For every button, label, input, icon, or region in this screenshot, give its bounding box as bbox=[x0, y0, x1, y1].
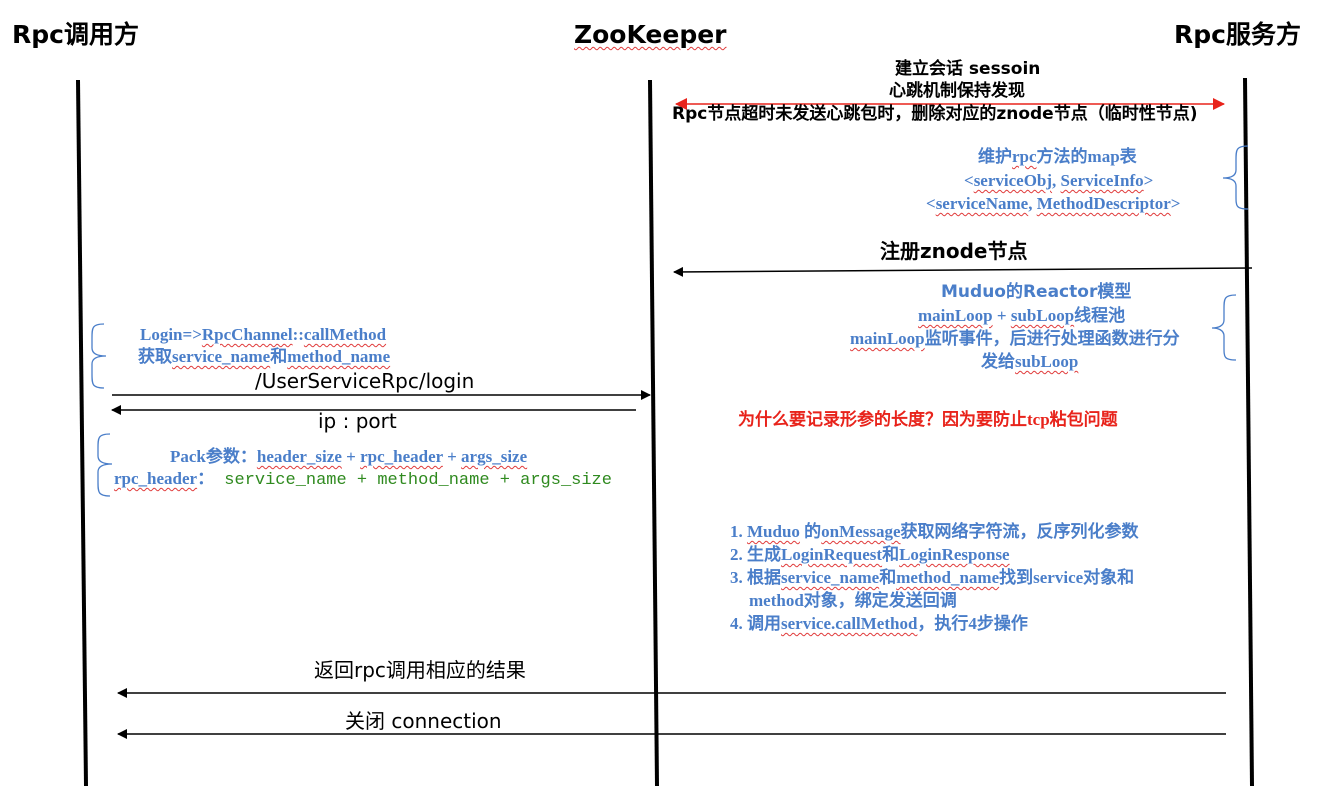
brace-map-note bbox=[1222, 145, 1249, 210]
query-label: /UserServiceRpc/login bbox=[255, 369, 475, 393]
register-label: 注册znode节点 bbox=[880, 239, 1028, 263]
lifeline-caller bbox=[76, 79, 88, 787]
map-note-line-2: <serviceObj, ServiceInfo> bbox=[964, 171, 1154, 190]
muduo-note-line-2: mainLoop + subLoop线程池 bbox=[918, 306, 1126, 325]
pack-note-line-1: Pack参数：header_size + rpc_header + args_s… bbox=[170, 447, 528, 466]
lifeline-provider bbox=[1243, 77, 1254, 787]
pack-note-line-2: rpc_header： service_name + method_name +… bbox=[114, 469, 612, 490]
reply-label: ip : port bbox=[318, 409, 397, 433]
step-3-continued: method对象，绑定发送回调 bbox=[749, 591, 957, 610]
map-note-line-1: 维护rpc方法的map表 bbox=[978, 147, 1137, 166]
result-label: 返回rpc调用相应的结果 bbox=[314, 658, 526, 682]
login-note-line-1: Login=>RpcChannel::callMethod bbox=[140, 325, 387, 344]
participant-provider: Rpc服务方 bbox=[1174, 20, 1301, 49]
session-line-2: 心跳机制保持发现 bbox=[889, 81, 1025, 101]
register-arrow bbox=[673, 266, 1253, 277]
brace-pack-note bbox=[97, 433, 113, 497]
participant-caller: Rpc调用方 bbox=[12, 20, 139, 49]
brace-muduo-note bbox=[1211, 294, 1237, 361]
lifeline-zookeeper bbox=[648, 79, 659, 787]
brace-login-note bbox=[91, 323, 107, 389]
map-note-line-3: <serviceName, MethodDescriptor> bbox=[926, 194, 1181, 213]
step-3: 3. 根据service_name和method_name找到service对象… bbox=[730, 568, 1135, 587]
session-line-1: 建立会话 sessoin bbox=[895, 59, 1041, 79]
muduo-note-line-3: mainLoop监听事件，后进行处理函数进行分 bbox=[850, 329, 1180, 348]
login-note-line-2: 获取service_name和method_name bbox=[138, 347, 391, 366]
step-1: 1. Muduo 的onMessage获取网络字符流，反序列化参数 bbox=[730, 522, 1139, 541]
session-line-3: Rpc节点超时未发送心跳包时，删除对应的znode节点（临时性节点) bbox=[672, 104, 1198, 124]
muduo-note-line-4: 发给subLoop bbox=[981, 352, 1079, 371]
step-2: 2. 生成LoginRequest和LoginResponse bbox=[730, 545, 1010, 564]
muduo-note-line-1: Muduo的Reactor模型 bbox=[941, 282, 1132, 302]
step-4: 4. 调用service.callMethod，执行4步操作 bbox=[730, 614, 1028, 633]
participant-zookeeper: ZooKeeper bbox=[574, 20, 727, 49]
tcp-question: 为什么要记录形参的长度？因为要防止tcp粘包问题 bbox=[738, 410, 1118, 429]
close-label: 关闭 connection bbox=[345, 709, 502, 733]
